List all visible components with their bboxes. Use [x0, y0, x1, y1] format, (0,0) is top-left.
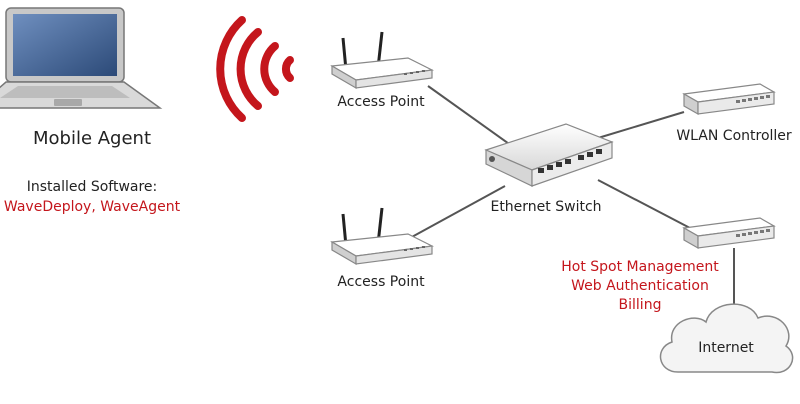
connection-lines — [409, 85, 735, 306]
wireless-access-point-icon-bottom — [330, 207, 435, 266]
laptop-icon — [0, 7, 163, 109]
access-point-top-label: Access Point — [337, 94, 425, 110]
network-switch-icon — [484, 123, 614, 187]
mobile-agent-label: Mobile Agent — [32, 128, 152, 149]
wireless-access-point-icon-top — [330, 31, 435, 90]
edge-ap-top-to-switch — [427, 85, 513, 147]
rack-device-icon-wlan-controller — [682, 83, 776, 116]
cloud-icon — [659, 303, 794, 374]
wifi-signal-icon — [216, 16, 294, 122]
internet-label: Internet — [698, 340, 754, 356]
hotspot-function-billing: Billing — [618, 297, 662, 313]
hotspot-function-web-auth: Web Authentication — [571, 278, 709, 294]
installed-software-heading: Installed Software: — [26, 179, 158, 195]
installed-software-list: WaveDeploy, WaveAgent — [3, 199, 181, 215]
edge-switch-to-hotspot-gateway — [597, 179, 691, 229]
ethernet-switch-label: Ethernet Switch — [490, 199, 602, 215]
access-point-bottom-label: Access Point — [337, 274, 425, 290]
edge-ap-bottom-to-switch — [409, 185, 506, 239]
wlan-controller-label: WLAN Controller — [676, 128, 792, 144]
hotspot-function-management: Hot Spot Management — [561, 259, 719, 275]
edge-switch-to-wlan-controller — [597, 111, 685, 139]
rack-device-icon-hotspot-gateway — [682, 217, 776, 250]
